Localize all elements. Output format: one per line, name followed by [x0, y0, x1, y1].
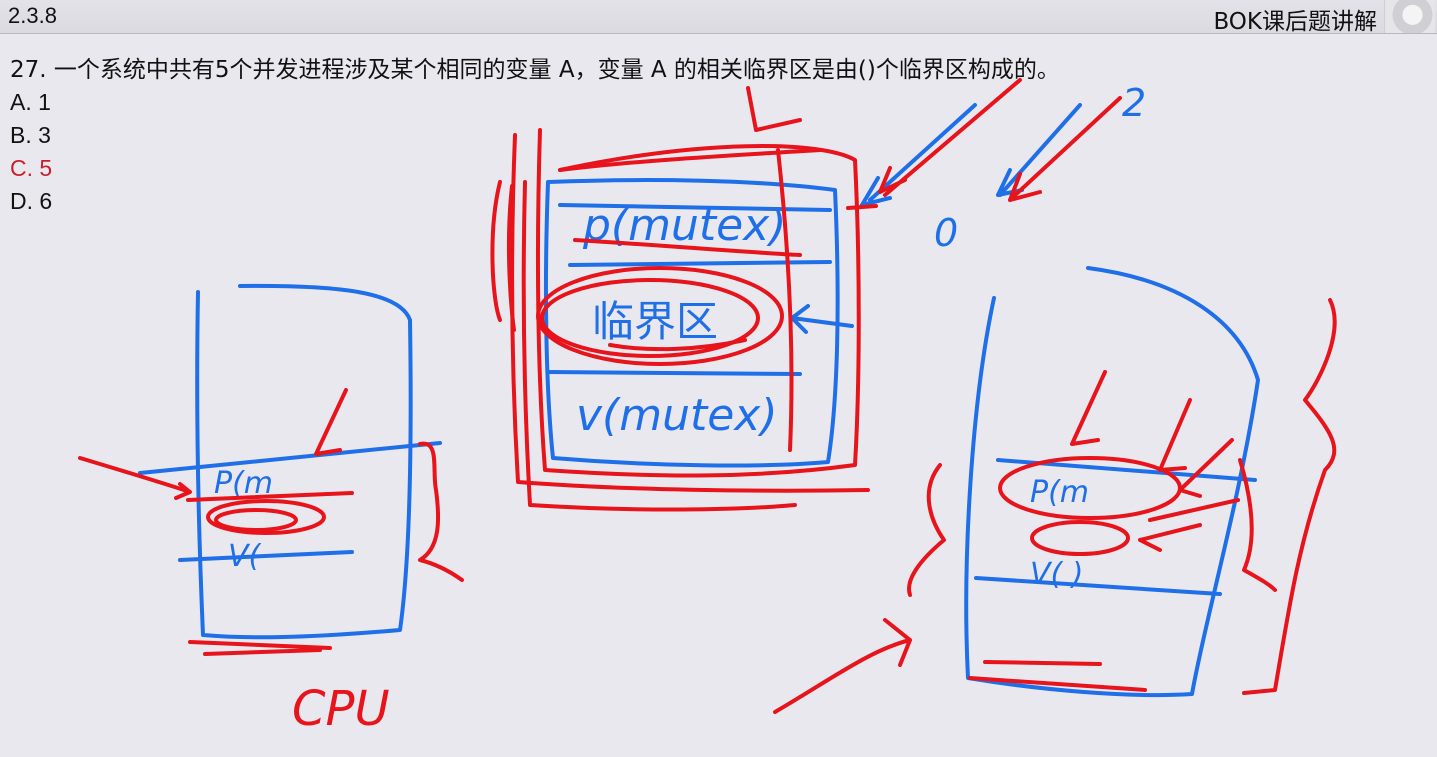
red-arrow-r1 — [1070, 370, 1107, 446]
red-line-left — [186, 491, 354, 502]
option-b: B. 3 — [10, 122, 51, 148]
options-list: A. 1 B. 3 C. 5 D. 6 — [10, 86, 52, 218]
question-text: 27. 一个系统中共有5个并发进程涉及某个相同的变量 A，变量 A 的相关临界区… — [10, 57, 1060, 83]
critical-section-text: 临界区 — [592, 297, 718, 346]
red-underline-critical — [608, 338, 747, 352]
red-arrow-b — [1008, 96, 1122, 202]
center-blue-arrow — [790, 304, 854, 334]
option-c-correct: C. 5 — [10, 155, 53, 181]
left-process-box — [195, 283, 413, 640]
left-line-bottom — [178, 550, 354, 562]
red-brace-left — [418, 441, 464, 582]
center-line-2 — [568, 260, 832, 267]
red-circle-critical-2 — [540, 278, 760, 358]
red-circle-left-2 — [214, 508, 298, 532]
blue-arrow-1 — [860, 103, 977, 207]
header-bar: 2.3.8 BOK课后题讲解 — [0, 0, 1437, 35]
red-arrow-left — [78, 456, 192, 500]
red-dash — [846, 204, 878, 210]
red-circle-right-2 — [1030, 520, 1130, 556]
red-arrow-a — [878, 78, 1022, 197]
red-arrow-left-top — [314, 388, 348, 456]
red-bracket-outer — [510, 133, 870, 493]
red-underline-right — [968, 660, 1147, 692]
red-arrow-bottom — [773, 618, 912, 714]
right-line-bottom — [974, 576, 1222, 596]
blue-ink: P(m V( p(mutex) v(mutex) 临界区 P(m V( ) 2 … — [138, 81, 1260, 698]
red-brace-far-right — [1242, 298, 1337, 695]
small-v-text: V( — [228, 539, 262, 574]
red-brace-right-inner — [907, 463, 946, 597]
right-p-text: P(m — [1030, 475, 1089, 510]
red-arrow-r4 — [1138, 523, 1202, 552]
avatar — [1384, 0, 1435, 33]
red-ink: CPU — [78, 78, 1337, 737]
course-title: BOK课后题讲解 — [1213, 9, 1377, 35]
red-underline-left — [188, 640, 332, 656]
v-mutex-text: v(mutex) — [576, 390, 777, 441]
red-circle-left — [206, 499, 326, 535]
right-v-text: V( ) — [1030, 557, 1083, 592]
red-arrow-r3 — [1178, 438, 1234, 498]
right-process-box — [964, 266, 1260, 698]
red-brace-right — [1238, 458, 1277, 592]
option-a: A. 1 — [10, 89, 51, 115]
red-left-brace — [490, 180, 516, 332]
red-arrow-r2 — [1158, 398, 1192, 472]
red-box-3 — [521, 180, 797, 512]
blue-arrow-2 — [996, 103, 1082, 197]
center-process-box — [543, 178, 840, 468]
red-line-r — [1148, 498, 1240, 522]
red-lines-center — [558, 148, 822, 452]
red-box-2 — [535, 128, 861, 478]
section-number: 2.3.8 — [8, 3, 57, 28]
cpu-text: CPU — [292, 681, 390, 737]
red-circle-critical — [536, 266, 784, 366]
left-line-top — [138, 441, 442, 475]
red-arrow-top — [746, 86, 802, 132]
number-two-text: 2 — [1122, 81, 1146, 125]
number-zero-text: 0 — [934, 211, 958, 255]
center-line-3 — [546, 370, 802, 376]
option-d: D. 6 — [10, 188, 53, 214]
